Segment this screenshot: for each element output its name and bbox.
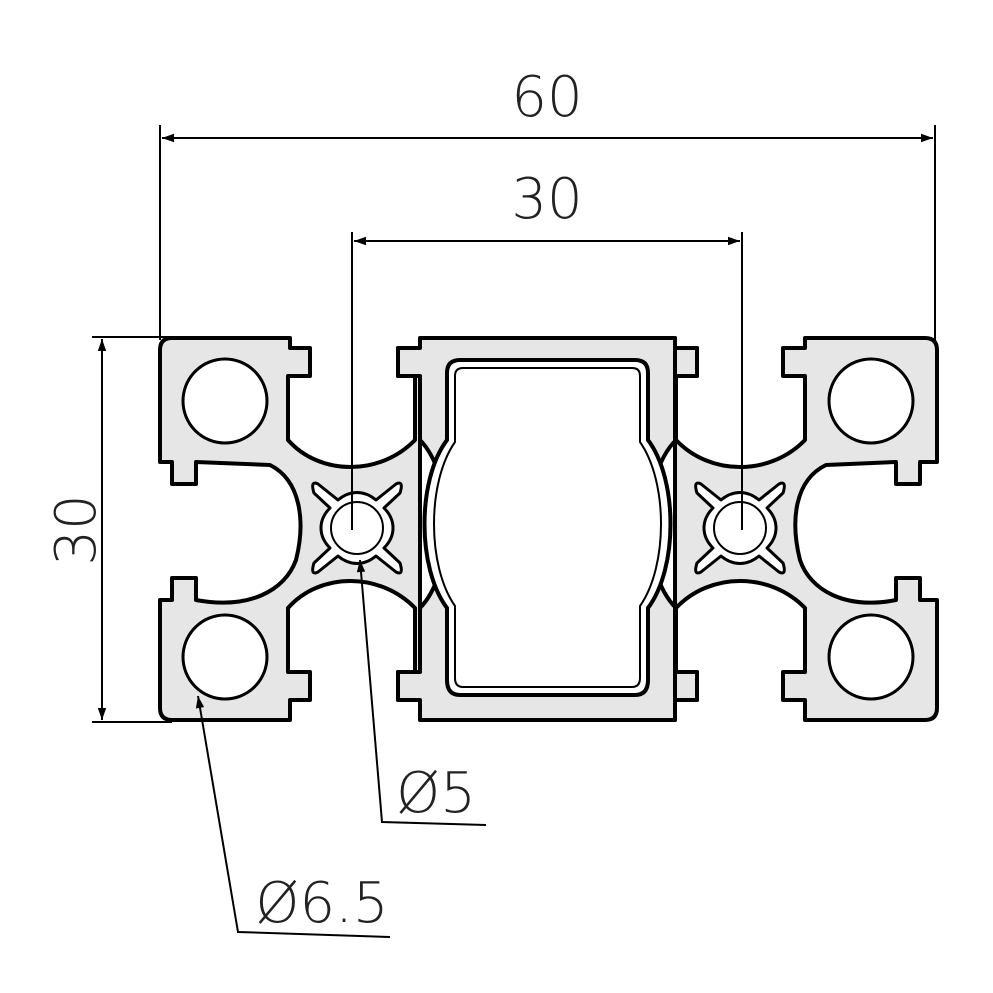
- center-cavity: [422, 358, 673, 697]
- dim-slot-spacing-label: 30: [511, 167, 582, 232]
- dim-corner-bore-label: Ø6.5: [255, 871, 388, 936]
- center-cavity-inner: [433, 367, 662, 688]
- dimension-lines: [92, 125, 936, 938]
- center-bore-left: [311, 481, 403, 575]
- corner-bore-bottom-left: [181, 613, 269, 701]
- dim-center-bore-label: Ø5: [396, 761, 476, 826]
- corner-bore-top-left: [181, 357, 269, 445]
- center-bore-right: [694, 481, 786, 575]
- corner-bore-top-right: [827, 357, 915, 445]
- corner-bore-bottom-right: [827, 613, 915, 701]
- dim-overall-width-label: 60: [511, 65, 582, 130]
- dim-height-label: 30: [44, 494, 109, 565]
